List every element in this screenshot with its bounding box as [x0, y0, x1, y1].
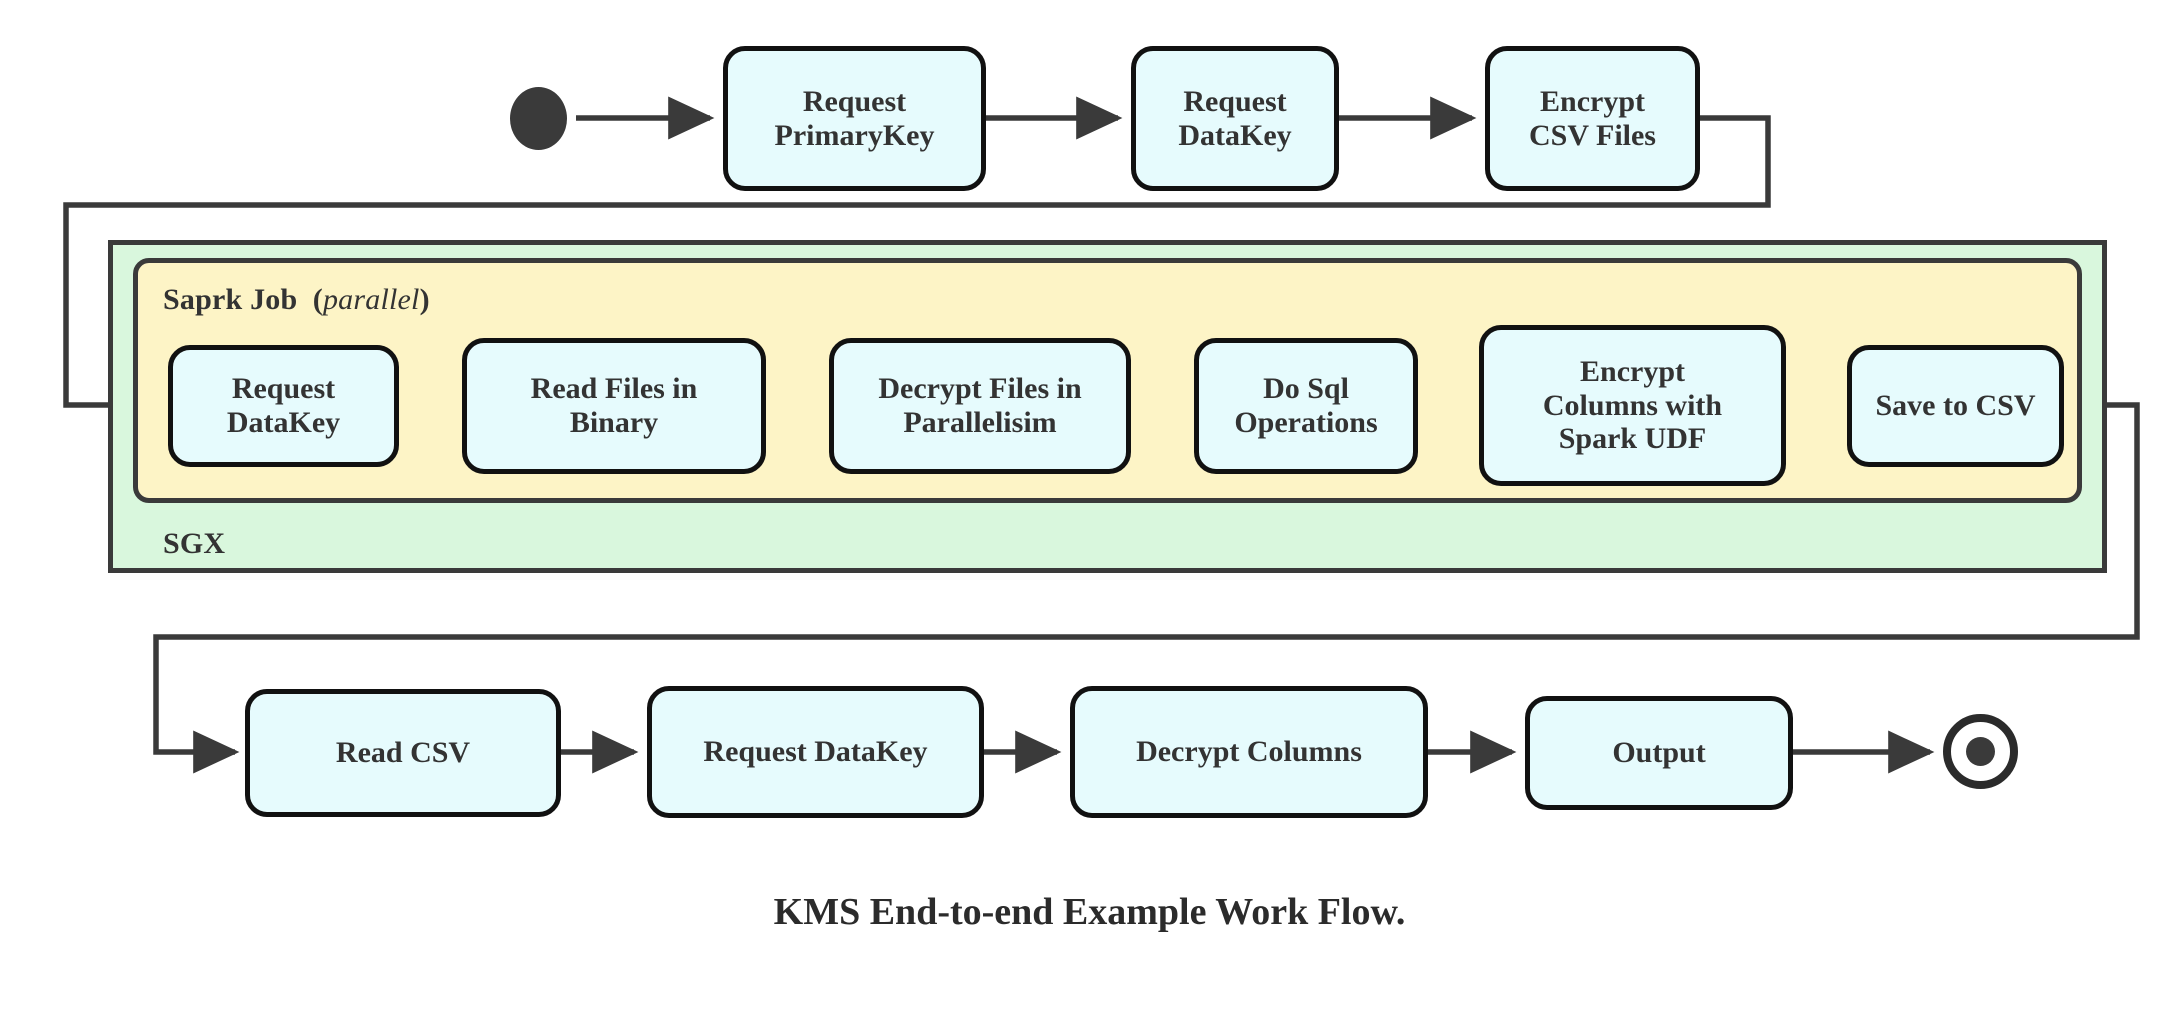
node-request-datakey-spark[interactable]: Request DataKey	[168, 345, 399, 467]
node-request-datakey-bottom-line1: Request DataKey	[703, 735, 928, 769]
node-output-line1: Output	[1612, 736, 1706, 770]
node-decrypt-files-in-parallelisim-line2: Parallelisim	[903, 406, 1057, 439]
node-request-primarykey-line2: PrimaryKey	[774, 118, 935, 152]
node-request-primarykey-line1: Request	[802, 84, 907, 118]
node-encrypt-columns-with-spark-udf-line1: Encrypt	[1580, 355, 1685, 389]
spark-job-label-bold: Saprk Job	[163, 283, 298, 316]
sgx-label-text: SGX	[163, 527, 226, 560]
node-request-datakey-top-line2: DataKey	[1178, 118, 1292, 152]
spark-job-label-paren-open: (	[312, 283, 323, 316]
node-encrypt-csv-files-line1: Encrypt	[1540, 84, 1645, 118]
node-request-datakey-spark-line1: Request	[231, 372, 336, 406]
node-read-csv-line1: Read CSV	[335, 736, 471, 770]
diagram-caption-text: KMS End-to-end Example Work Flow.	[773, 891, 1406, 933]
node-read-csv[interactable]: Read CSV	[245, 689, 561, 817]
node-save-to-csv-line1: Save to CSV	[1875, 389, 2036, 423]
end-node-inner-dot	[1965, 736, 1996, 767]
node-do-sql-operations[interactable]: Do Sql Operations	[1194, 338, 1418, 474]
node-save-to-csv[interactable]: Save to CSV	[1847, 345, 2064, 467]
diagram-caption: KMS End-to-end Example Work Flow.	[0, 890, 2179, 934]
node-decrypt-files-in-parallelisim[interactable]: Decrypt Files in Parallelisim	[829, 338, 1131, 474]
node-encrypt-csv-files[interactable]: Encrypt CSV Files	[1485, 46, 1700, 191]
node-request-datakey-top[interactable]: Request DataKey	[1131, 46, 1339, 191]
spark-job-container-label: Saprk Job (parallel)	[163, 283, 430, 317]
node-decrypt-files-in-parallelisim-line1: Decrypt Files in	[878, 372, 1082, 406]
node-encrypt-columns-with-spark-udf-line3: Spark UDF	[1558, 422, 1707, 456]
node-do-sql-operations-line1: Do Sql	[1263, 372, 1349, 406]
sgx-container-label: SGX	[163, 527, 225, 561]
spark-job-label-paren-close: )	[419, 283, 430, 316]
node-request-datakey-top-line1: Request	[1183, 84, 1287, 118]
node-do-sql-operations-line2: Operations	[1234, 406, 1378, 439]
node-output[interactable]: Output	[1525, 696, 1793, 810]
node-encrypt-columns-with-spark-udf[interactable]: Encrypt Columns with Spark UDF	[1479, 325, 1786, 486]
node-decrypt-columns[interactable]: Decrypt Columns	[1070, 686, 1428, 818]
node-read-files-in-binary-line2: Binary	[569, 406, 659, 439]
start-node	[510, 87, 567, 150]
node-read-files-in-binary[interactable]: Read Files in Binary	[462, 338, 766, 474]
end-node	[1943, 714, 2018, 789]
node-encrypt-csv-files-line2: CSV Files	[1529, 118, 1656, 152]
node-request-datakey-spark-line2: DataKey	[226, 406, 341, 439]
node-read-files-in-binary-line1: Read Files in	[530, 372, 698, 406]
node-request-primarykey[interactable]: Request PrimaryKey	[723, 46, 986, 191]
node-request-datakey-bottom[interactable]: Request DataKey	[647, 686, 984, 818]
spark-job-label-italic: parallel	[322, 283, 420, 316]
node-encrypt-columns-with-spark-udf-line2: Columns with	[1542, 388, 1723, 422]
node-decrypt-columns-line1: Decrypt Columns	[1136, 735, 1362, 769]
